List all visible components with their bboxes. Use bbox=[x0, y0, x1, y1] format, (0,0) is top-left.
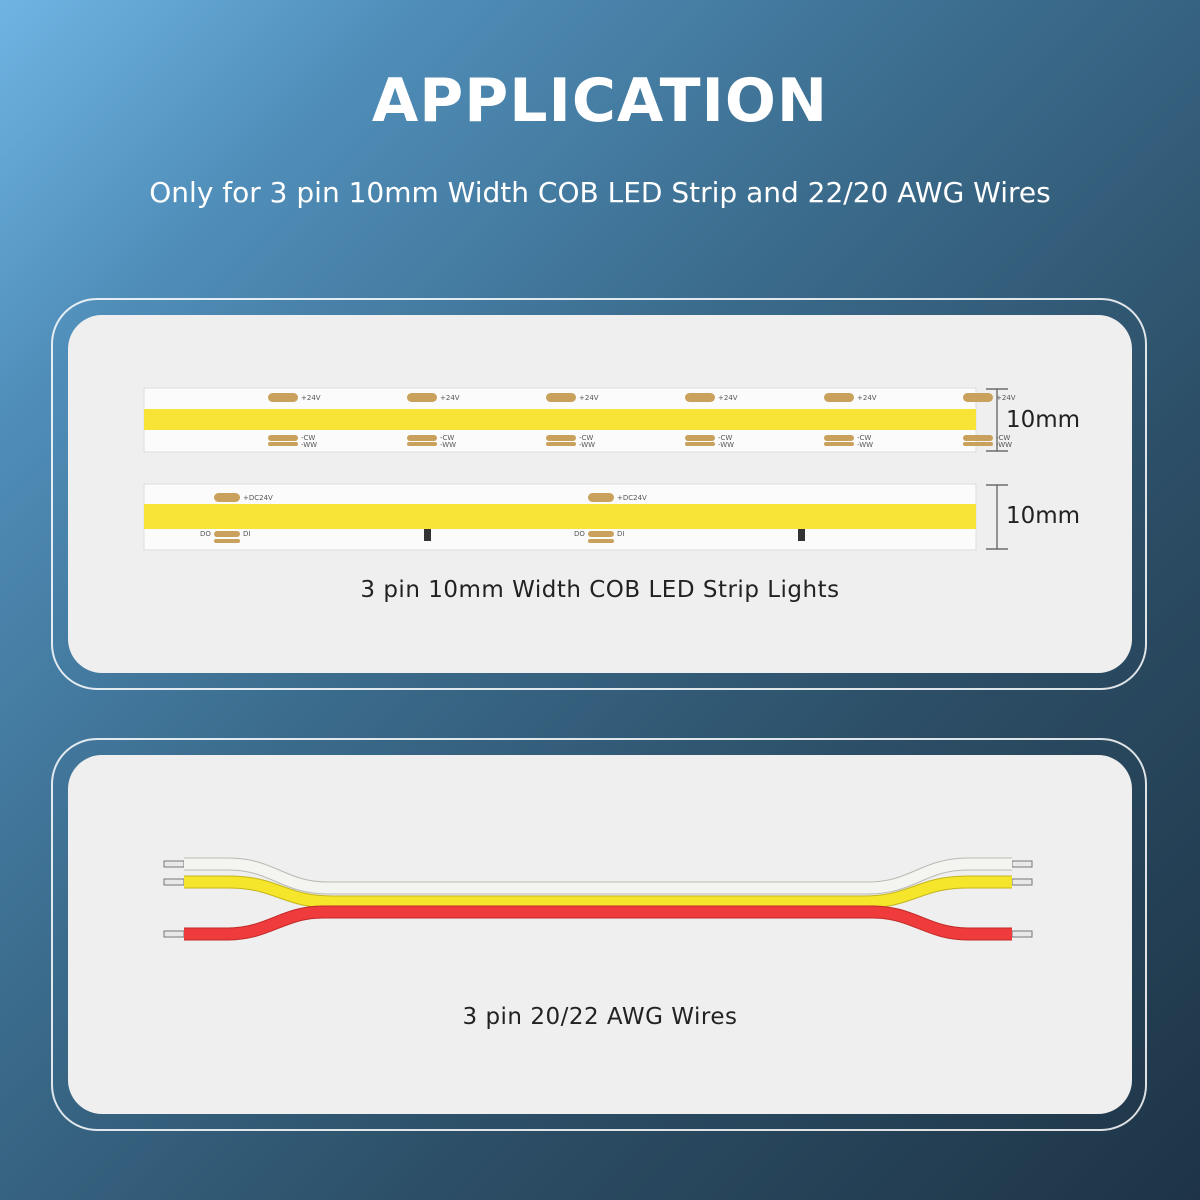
strip2-cob-band bbox=[144, 504, 976, 529]
strip1-pad-label: -CW bbox=[440, 434, 454, 442]
cob-strip-1: +24V-CW-WW+24V-CW-WW+24V-CW-WW+24V-CW-WW… bbox=[143, 387, 1016, 453]
strip1-pad-label: -WW bbox=[718, 441, 734, 449]
strip1-pad bbox=[546, 393, 576, 402]
strip2-ic-chip bbox=[798, 529, 805, 541]
strip1-pad bbox=[963, 393, 993, 402]
cob-strip-2: +DC24V DO DI +DC24V DO DI bbox=[143, 483, 977, 551]
strip1-width-label: 10mm bbox=[1006, 407, 1081, 433]
strip2-pad bbox=[214, 493, 240, 502]
strip1-pad-label: +24V bbox=[579, 394, 599, 402]
strip1-pad bbox=[407, 442, 437, 446]
strip2-width-label: 10mm bbox=[1006, 503, 1081, 529]
wire-card: 3 pin 20/22 AWG Wires bbox=[68, 755, 1132, 1114]
strip1-pad-label: -WW bbox=[857, 441, 873, 449]
strip2-pad bbox=[588, 539, 614, 543]
strip2-pad-label: DO bbox=[574, 530, 585, 538]
strip2-pad-label: DO bbox=[200, 530, 211, 538]
wire-tips-right bbox=[1011, 860, 1033, 938]
strip1-pad bbox=[407, 435, 437, 441]
strip1-pad bbox=[824, 393, 854, 402]
strip2-pad-label: DI bbox=[243, 530, 250, 538]
strip2-pad bbox=[214, 531, 240, 537]
strip-card-frame bbox=[51, 298, 1147, 690]
strip1-pad-label: +24V bbox=[440, 394, 460, 402]
strip1-pad bbox=[546, 435, 576, 441]
strip1-cob-band bbox=[144, 409, 976, 430]
strip1-pad-label: -CW bbox=[857, 434, 871, 442]
strip1-pad-label: -CW bbox=[301, 434, 315, 442]
wire-card-frame bbox=[51, 738, 1147, 1131]
strip1-pad-label: -WW bbox=[996, 441, 1012, 449]
strip1-pad bbox=[685, 442, 715, 446]
strip1-pad-label: +24V bbox=[718, 394, 738, 402]
strip1-pad bbox=[268, 435, 298, 441]
strip1-pad bbox=[685, 393, 715, 402]
strip1-pad-label: -WW bbox=[440, 441, 456, 449]
strip1-pad-label: -CW bbox=[579, 434, 593, 442]
strip1-pad-label: +24V bbox=[857, 394, 877, 402]
strip2-pad bbox=[588, 493, 614, 502]
strip1-pad-label: -CW bbox=[718, 434, 732, 442]
strip2-ic-chip bbox=[424, 529, 431, 541]
strip2-pad-label: +DC24V bbox=[617, 494, 647, 502]
strip1-pad-label: +24V bbox=[996, 394, 1016, 402]
strip1-pad-label: +24V bbox=[301, 394, 321, 402]
strip1-pad bbox=[685, 435, 715, 441]
strip1-pad-label: -WW bbox=[579, 441, 595, 449]
strip1-pad bbox=[824, 442, 854, 446]
strip-card: +24V-CW-WW+24V-CW-WW+24V-CW-WW+24V-CW-WW… bbox=[68, 315, 1132, 673]
strip1-pad bbox=[824, 435, 854, 441]
strip2-pad bbox=[588, 531, 614, 537]
strip1-pad bbox=[268, 393, 298, 402]
strip-card-caption: 3 pin 10mm Width COB LED Strip Lights bbox=[360, 577, 840, 603]
strip2-pad-label: +DC24V bbox=[243, 494, 273, 502]
wire-tips-left bbox=[163, 860, 185, 938]
strip2-pad bbox=[214, 539, 240, 543]
wire-card-caption: 3 pin 20/22 AWG Wires bbox=[462, 1004, 738, 1030]
strip2-pad-label: DI bbox=[617, 530, 624, 538]
strip1-pad-label: -WW bbox=[301, 441, 317, 449]
strip1-pad bbox=[407, 393, 437, 402]
strip1-pad bbox=[268, 442, 298, 446]
strip1-pad bbox=[963, 442, 993, 446]
strip1-pad-label: -CW bbox=[996, 434, 1010, 442]
dimension-marker-2 bbox=[986, 484, 1008, 550]
strip1-pad bbox=[546, 442, 576, 446]
dimension-marker-1 bbox=[986, 388, 1008, 452]
page-title: APPLICATION bbox=[371, 66, 829, 136]
page-subtitle: Only for 3 pin 10mm Width COB LED Strip … bbox=[149, 176, 1051, 209]
wires-illustration bbox=[163, 857, 1033, 941]
strip1-pad bbox=[963, 435, 993, 441]
